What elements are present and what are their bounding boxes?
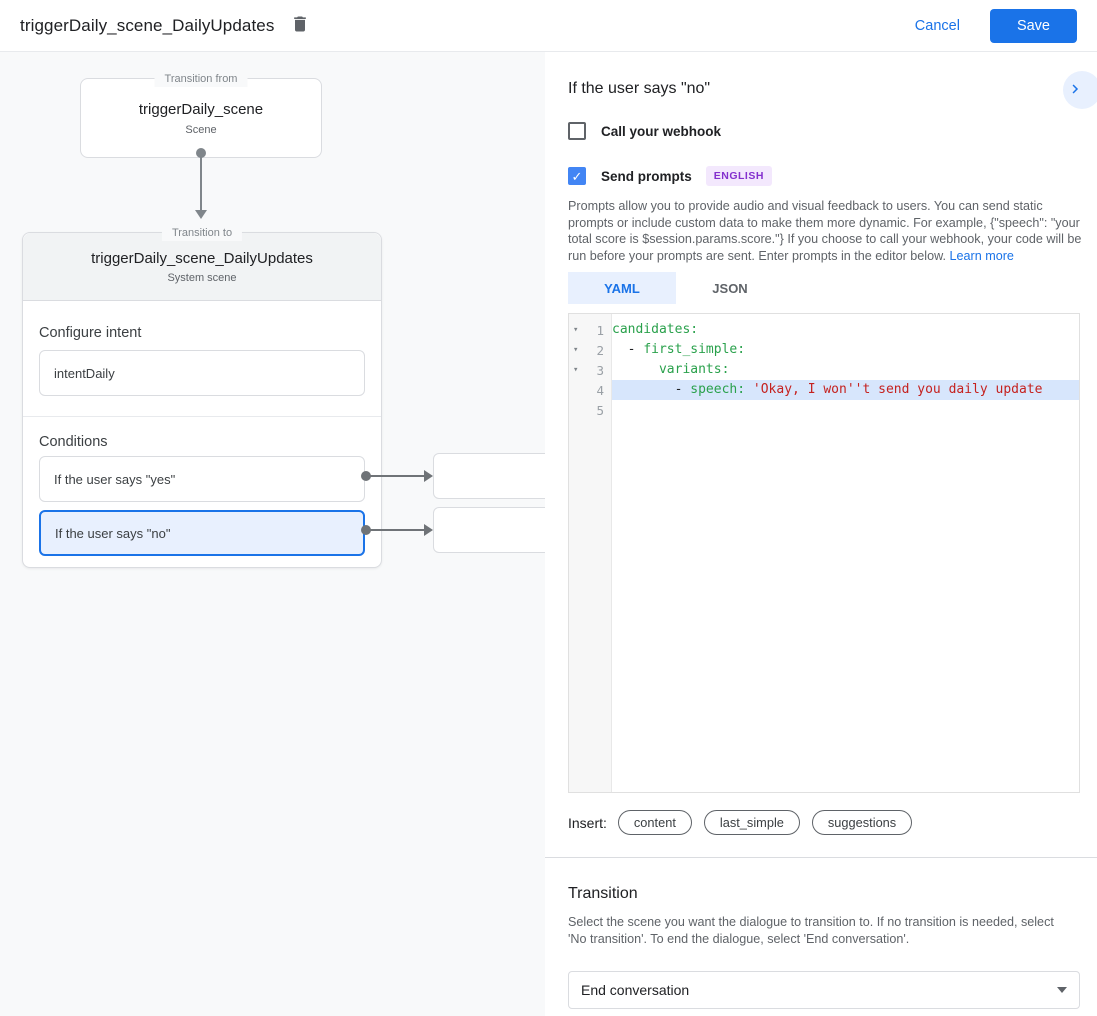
chevron-right-icon xyxy=(1066,80,1097,101)
prompts-checkbox[interactable]: ✓ xyxy=(568,167,586,185)
line-number: 1 xyxy=(596,322,604,338)
insert-row: Insert: content last_simple suggestions xyxy=(568,810,1080,835)
webhook-checkbox-row: Call your webhook xyxy=(568,122,1080,140)
condition-yes-dot xyxy=(361,471,371,481)
conditions-list: If the user says "yes" If the user says "… xyxy=(39,456,365,556)
insert-chip-last_simple[interactable]: last_simple xyxy=(703,810,800,835)
flow-connector-line xyxy=(200,153,202,210)
code-lines[interactable]: candidates: - first_simple: variants: - … xyxy=(612,314,1079,792)
line-number: 3 xyxy=(596,362,604,378)
to-scene-name: triggerDaily_scene_DailyUpdates xyxy=(91,249,313,267)
fold-arrow-icon[interactable]: ▾ xyxy=(573,345,579,355)
code-token-plain: - xyxy=(612,342,644,357)
code-line[interactable]: variants: xyxy=(612,360,1079,380)
tab-yaml[interactable]: YAML xyxy=(568,272,676,304)
condition-no-arrowhead xyxy=(424,524,433,536)
top-bar: triggerDaily_scene_DailyUpdates Cancel S… xyxy=(0,0,1097,52)
condition-yes-arrow-line xyxy=(368,475,424,477)
condition-no-arrow-line xyxy=(368,529,424,531)
code-token-key: candidates: xyxy=(612,322,699,337)
transition-from-legend: Transition from xyxy=(154,71,248,87)
to-card-header: triggerDaily_scene_DailyUpdates System s… xyxy=(23,233,381,301)
transition-section-title: Transition xyxy=(568,885,638,902)
code-token-string: 'Okay, I won''t send you daily update xyxy=(752,382,1043,397)
gutter-row[interactable]: ▾3 xyxy=(569,360,611,380)
fold-arrow-icon[interactable]: ▾ xyxy=(573,325,579,335)
to-card-body: Configure intent intentDaily Conditions … xyxy=(23,325,381,556)
gutter-row: 5 xyxy=(569,400,611,420)
insert-label: Insert: xyxy=(568,814,607,831)
transition-to-card: Transition to triggerDaily_scene_DailyUp… xyxy=(22,225,382,568)
code-token-key: variants: xyxy=(658,362,730,377)
conditions-label: Conditions xyxy=(39,434,108,450)
condition-no-target-node[interactable] xyxy=(433,507,545,553)
save-button[interactable]: Save xyxy=(989,8,1077,43)
from-scene-name: triggerDaily_scene xyxy=(138,100,264,118)
learn-more-link[interactable]: Learn more xyxy=(949,248,1014,263)
collapse-panel-button[interactable] xyxy=(1063,71,1097,109)
line-number: 2 xyxy=(596,342,604,358)
webhook-checkbox-label: Call your webhook xyxy=(601,123,722,139)
condition-yes-arrowhead xyxy=(424,470,433,482)
transition-select-value: End conversation xyxy=(581,982,690,998)
language-badge: ENGLISH xyxy=(705,166,772,186)
prompts-checkbox-label: Send prompts xyxy=(601,168,692,184)
code-token-key: speech: xyxy=(690,382,746,397)
configure-intent-label: Configure intent xyxy=(39,325,142,341)
dropdown-caret-icon xyxy=(1057,987,1067,993)
intent-input[interactable]: intentDaily xyxy=(39,350,365,396)
from-scene-type: Scene xyxy=(185,123,217,136)
condition-row[interactable]: If the user says "yes" xyxy=(39,456,365,502)
page-title: triggerDaily_scene_DailyUpdates xyxy=(20,15,275,35)
webhook-checkbox[interactable] xyxy=(568,122,586,140)
transition-description: Select the scene you want the dialogue t… xyxy=(568,915,1054,946)
line-number: 5 xyxy=(596,402,604,418)
cancel-button[interactable]: Cancel xyxy=(914,17,960,34)
line-number: 4 xyxy=(596,382,604,398)
transition-select[interactable]: End conversation xyxy=(568,971,1080,1009)
condition-row[interactable]: If the user says "no" xyxy=(39,510,365,556)
prompts-description: Prompts allow you to provide audio and v… xyxy=(568,198,1087,264)
fold-arrow-icon[interactable]: ▾ xyxy=(573,365,579,375)
condition-yes-target-node[interactable] xyxy=(433,453,545,499)
delete-button[interactable] xyxy=(290,14,310,37)
insert-chips: content last_simple suggestions xyxy=(617,810,924,835)
panel-title-row: If the user says "no" xyxy=(568,71,1097,109)
condition-detail-panel: If the user says "no" Call your webhook … xyxy=(545,52,1097,1016)
code-line[interactable] xyxy=(612,400,1079,420)
trash-icon xyxy=(290,14,310,37)
to-scene-type: System scene xyxy=(167,271,237,284)
panel-divider xyxy=(545,857,1097,858)
code-token-plain xyxy=(612,362,659,377)
flow-connector-arrowhead xyxy=(195,210,207,219)
transition-to-legend: Transition to xyxy=(161,225,243,241)
gutter-row: 4 xyxy=(569,380,611,400)
code-token-plain: - xyxy=(612,382,691,397)
insert-chip-content[interactable]: content xyxy=(617,810,692,835)
prompts-description-text: Prompts allow you to provide audio and v… xyxy=(568,199,1082,263)
prompts-checkbox-row: ✓ Send prompts ENGLISH xyxy=(568,166,1080,186)
gutter-row[interactable]: ▾1 xyxy=(569,320,611,340)
flow-canvas: Transition from triggerDaily_scene Scene… xyxy=(0,52,545,1016)
code-line[interactable]: candidates: xyxy=(612,320,1079,340)
panel-title: If the user says "no" xyxy=(568,80,711,97)
code-line[interactable]: - speech: 'Okay, I won''t send you daily… xyxy=(612,380,1079,400)
card-divider xyxy=(23,416,381,417)
code-line[interactable]: - first_simple: xyxy=(612,340,1079,360)
transition-from-node[interactable]: Transition from triggerDaily_scene Scene xyxy=(80,71,322,158)
tab-json[interactable]: JSON xyxy=(712,280,748,296)
insert-chip-suggestions[interactable]: suggestions xyxy=(811,810,913,835)
code-token-key: first_simple: xyxy=(643,342,746,357)
code-token-plain xyxy=(745,382,753,397)
editor-format-tabs: YAML JSON xyxy=(568,272,1080,304)
gutter-row[interactable]: ▾2 xyxy=(569,340,611,360)
condition-no-dot xyxy=(361,525,371,535)
